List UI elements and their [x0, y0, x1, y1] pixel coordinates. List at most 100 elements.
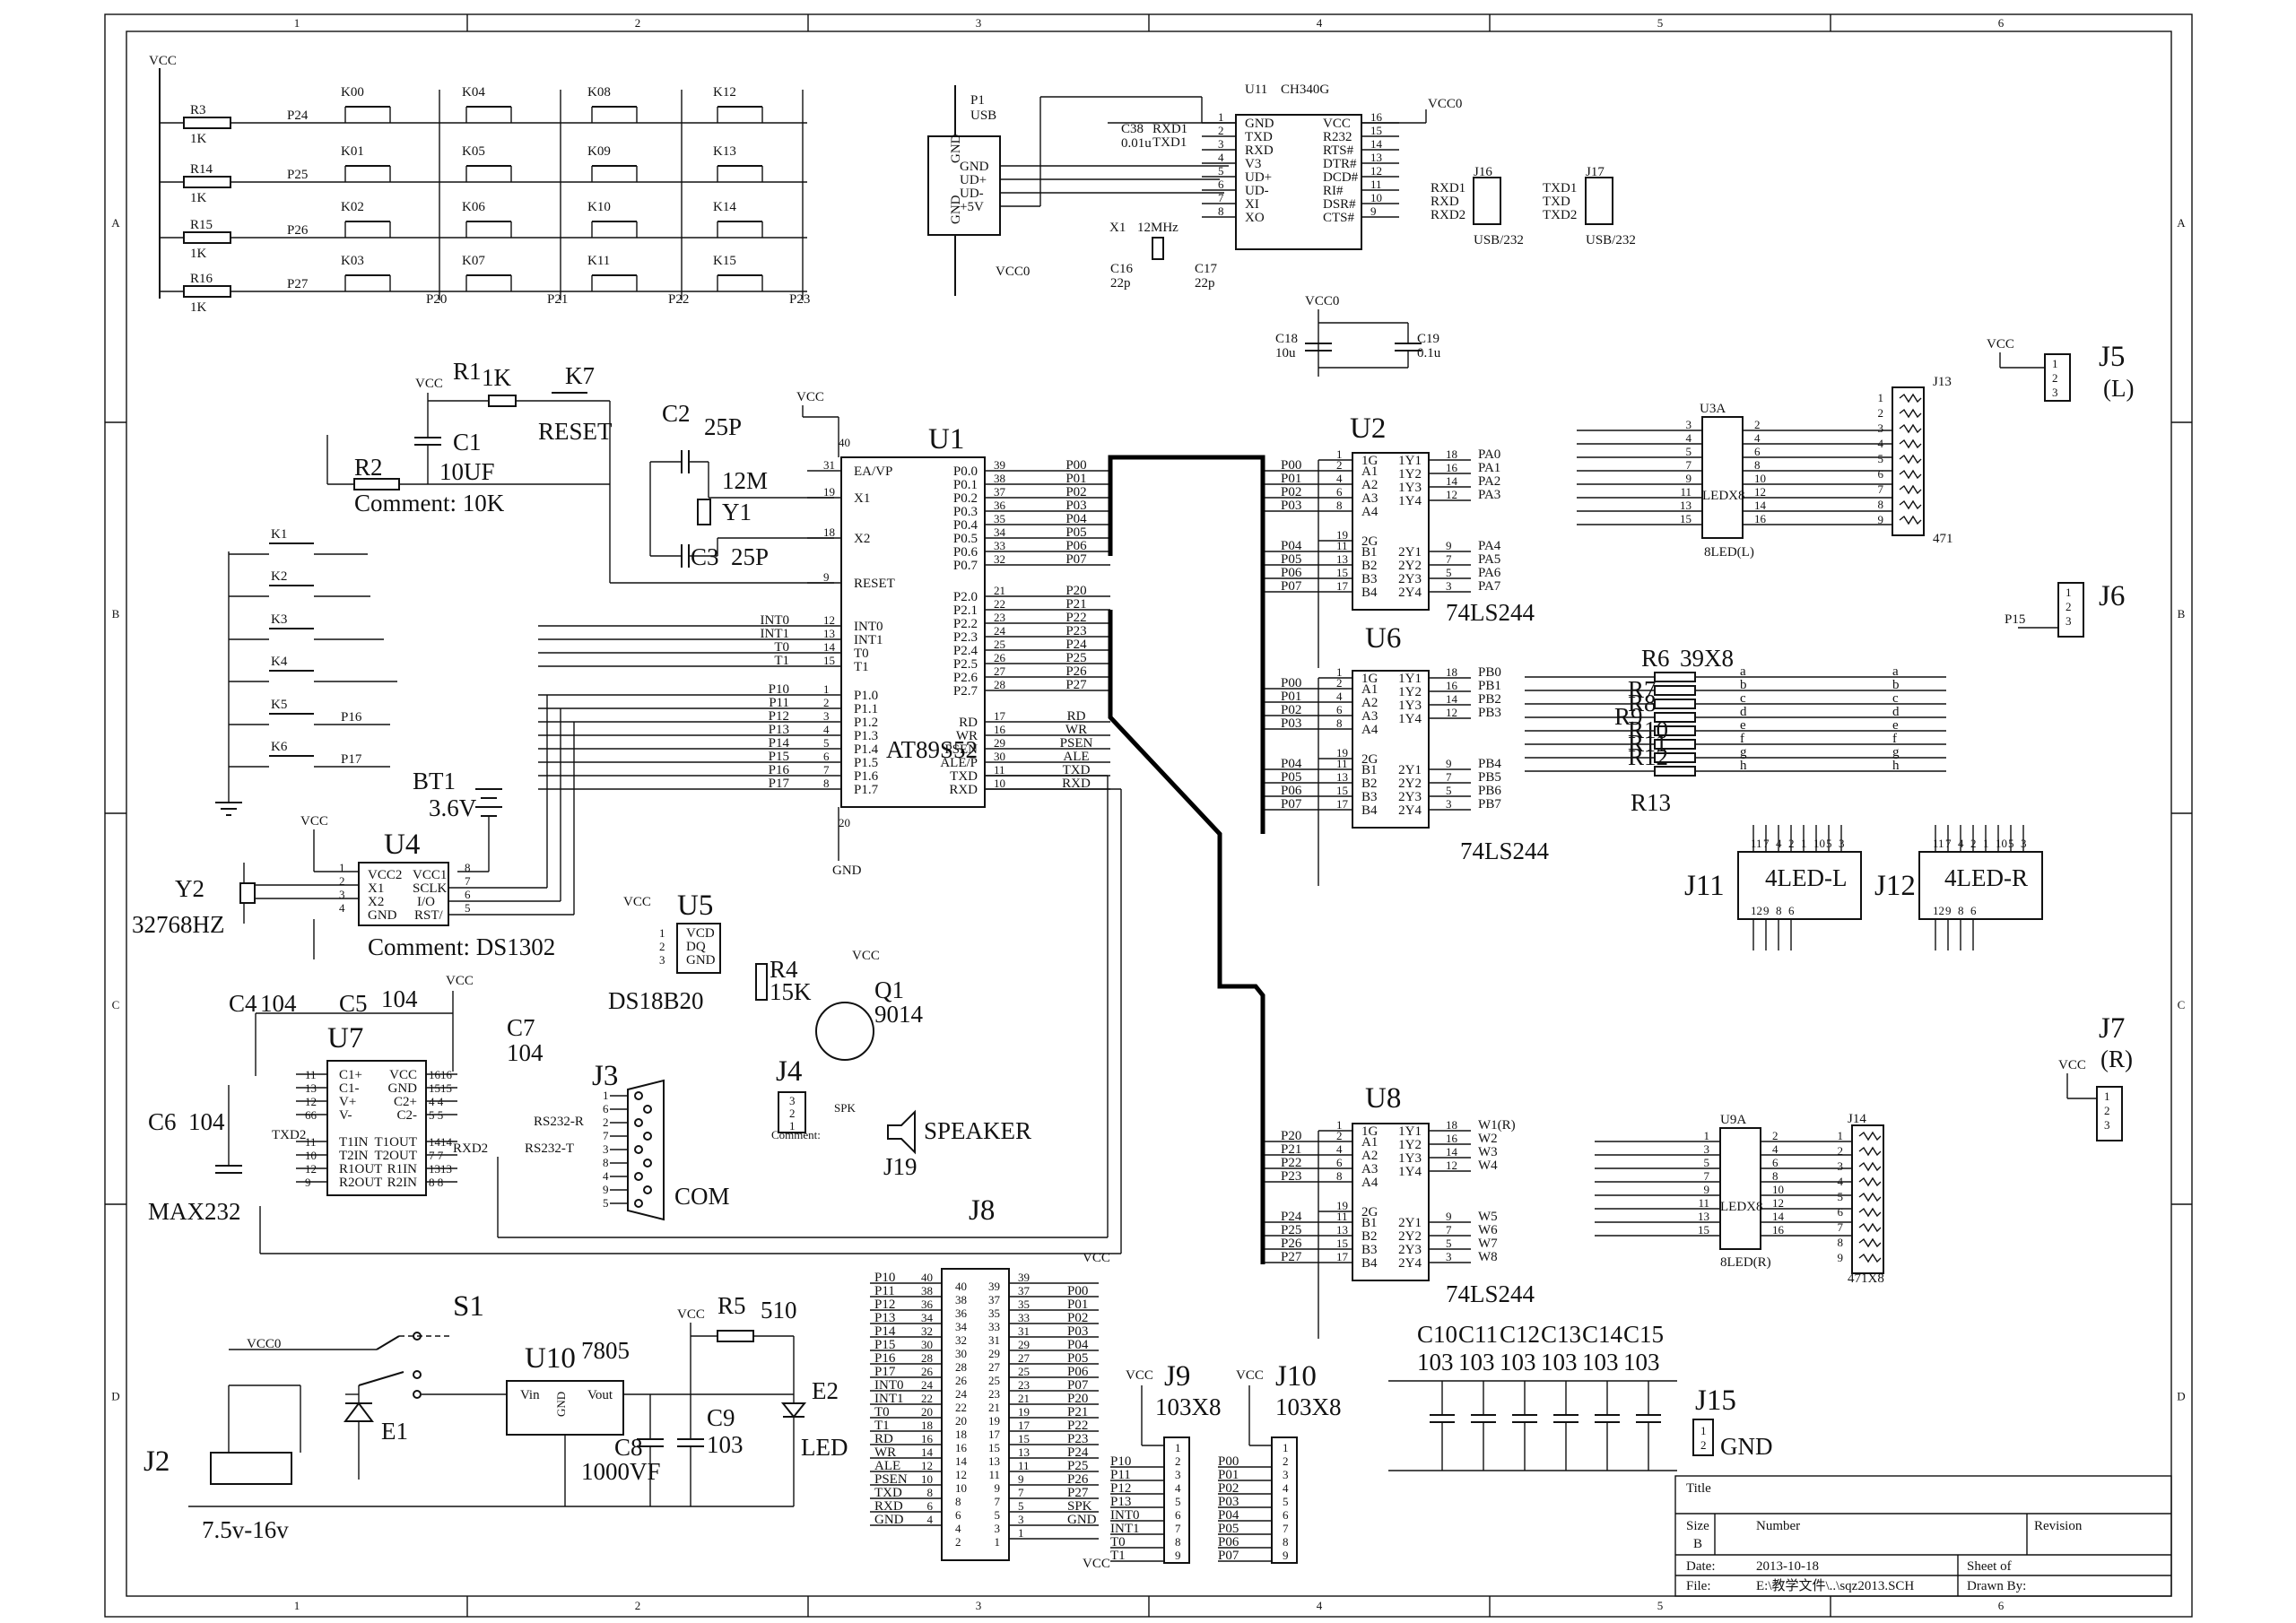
latch-right-pin: 1Y3 [1398, 481, 1422, 495]
date-label: Date: [1686, 1559, 1715, 1574]
j8-mid-right: 7 [995, 1495, 1001, 1508]
latch-right-num: 7 [1446, 552, 1452, 566]
c6-ref: C6 [148, 1108, 177, 1135]
reset-label: RESET [538, 418, 613, 445]
latch-left-num: 4 [1336, 690, 1343, 703]
latch-right-num: 12 [1446, 706, 1457, 719]
ledbar-right-num: 16 [1772, 1223, 1785, 1237]
db9-connector [627, 1079, 665, 1221]
latch-left-pin: B2 [1361, 559, 1378, 573]
u1-left-pin: X2 [854, 532, 870, 546]
j8-right-net: P26 [1067, 1472, 1089, 1487]
latch-right-num: 3 [1446, 797, 1452, 811]
j8-left-num: 8 [927, 1486, 934, 1499]
rn-pin-num: 3 [1878, 421, 1884, 435]
u1-right-num: 10 [994, 777, 1005, 790]
latch-u2: U2 74LS244 1G1A12A24A36A482G19B111B213B3… [1265, 412, 1535, 668]
j14-ref: J14 [1848, 1112, 1866, 1126]
ch340g-u11 [1235, 114, 1362, 250]
zone-row-left: D [111, 1390, 119, 1403]
u1-right-pin: RXD [949, 783, 978, 797]
j8-right-num: 13 [1018, 1445, 1030, 1459]
latch-left-pin: 1G [1361, 454, 1378, 468]
u10-body [506, 1380, 624, 1436]
j16-name: USB/232 [1474, 233, 1524, 247]
u1-right-num: 28 [994, 678, 1005, 691]
u8-ref: U8 [1365, 1082, 1401, 1115]
j9-resnet: J9 103X8 VCC 123456789P10P11P12P13INT0IN… [1110, 1360, 1222, 1564]
latch-left-num: 19 [1336, 746, 1348, 759]
zone-row-left: B [112, 607, 120, 621]
j5-sub: (L) [2103, 375, 2134, 402]
j2-ref: J2 [144, 1445, 170, 1478]
j8-right-net: P27 [1067, 1486, 1089, 1500]
latch-left-num: 1 [1336, 447, 1343, 461]
p1-pin-udp: UD+ [960, 173, 987, 187]
resistor-zigzag [1899, 454, 1922, 464]
latch-left-num: 2 [1336, 1129, 1343, 1142]
db9-pin-num: 3 [603, 1142, 609, 1156]
zone-col-top: 3 [976, 16, 982, 30]
j8-right-net: P02 [1067, 1311, 1088, 1325]
j8-left-net: TXD [874, 1486, 902, 1500]
sheet-label: Sheet of [1967, 1559, 2012, 1574]
latch-right-pin: 1Y1 [1398, 1124, 1422, 1139]
j8-right-net: P23 [1067, 1432, 1088, 1446]
r6-ref: R6 [1641, 645, 1670, 672]
u9a-ref: U9A [1720, 1113, 1746, 1127]
resistor-zigzag [1899, 408, 1922, 419]
db9-pin-dot [643, 1132, 652, 1141]
speaker-label: SPEAKER [924, 1117, 1031, 1144]
u11-right-pin: R232 [1323, 130, 1352, 144]
j8-mid-right: 33 [988, 1320, 1000, 1333]
u1-right-net: P26 [1065, 664, 1087, 679]
u11-left-pin: TXD [1245, 130, 1273, 144]
rn-pin-num: 4 [1283, 1481, 1289, 1495]
rn-pin-num: 6 [1175, 1508, 1181, 1522]
j10-resnet: J10 103X8 VCC 123456789P00P01P02P03P04P0… [1218, 1360, 1342, 1564]
latch-left-num: 19 [1336, 1199, 1348, 1212]
rn-pin-num: 5 [1878, 452, 1884, 465]
latch-left-pin: 2G [1361, 752, 1378, 767]
decap-val: 103 [1623, 1349, 1660, 1376]
seg-bot-num: 6 [1788, 904, 1795, 917]
j8-right-net: P06 [1067, 1365, 1089, 1379]
u7-right-pin: R1IN [387, 1162, 418, 1176]
c8-ref: C8 [614, 1434, 643, 1461]
latch-in-net: P05 [1281, 552, 1301, 567]
j8-right-num: 15 [1018, 1432, 1030, 1445]
usb-vcc0: VCC0 [996, 265, 1030, 279]
j13-ref: J13 [1933, 375, 1952, 389]
u10-vin: Vin [520, 1388, 540, 1402]
u4-pin-sclk: SCLK [413, 881, 448, 896]
u7-left-pin: V+ [339, 1095, 356, 1109]
decap-val: 103 [1582, 1349, 1619, 1376]
u7-txd2: TXD2 [272, 1128, 306, 1142]
keypad-col-net: P21 [547, 292, 568, 307]
keypad-row-net: P24 [287, 108, 309, 123]
u1-right-pin: P0.0 [953, 464, 978, 479]
resistor-zigzag [1858, 1161, 1882, 1172]
latch-right-pin: 2Y1 [1398, 763, 1422, 777]
j15-body [1692, 1419, 1714, 1456]
jumper-pin-num: 2 [2066, 600, 2072, 613]
j16-ref: J16 [1474, 165, 1492, 179]
rn-pin-num: 6 [1283, 1508, 1289, 1522]
j8-left-num: 40 [921, 1271, 933, 1284]
latch-left-num: 6 [1336, 703, 1343, 716]
u1-left-num: 4 [823, 723, 830, 736]
zone-col-top: 4 [1317, 16, 1323, 30]
latch-left-num: 6 [1336, 485, 1343, 499]
latch-left-pin: A1 [1361, 1135, 1378, 1150]
keypad-resistor-val: 1K [190, 191, 207, 205]
q1-vcc: VCC [852, 949, 880, 963]
latch-left-num: 15 [1336, 566, 1348, 579]
zone-row-left: C [112, 998, 120, 1011]
zone-col-bottom: 5 [1657, 1599, 1664, 1612]
kkey-label: K6 [271, 740, 288, 754]
j8-right-net: P04 [1067, 1338, 1089, 1352]
r5-resistor [717, 1330, 754, 1342]
j8-right-net: P22 [1067, 1419, 1088, 1433]
j8-mid-left: 26 [955, 1374, 968, 1387]
